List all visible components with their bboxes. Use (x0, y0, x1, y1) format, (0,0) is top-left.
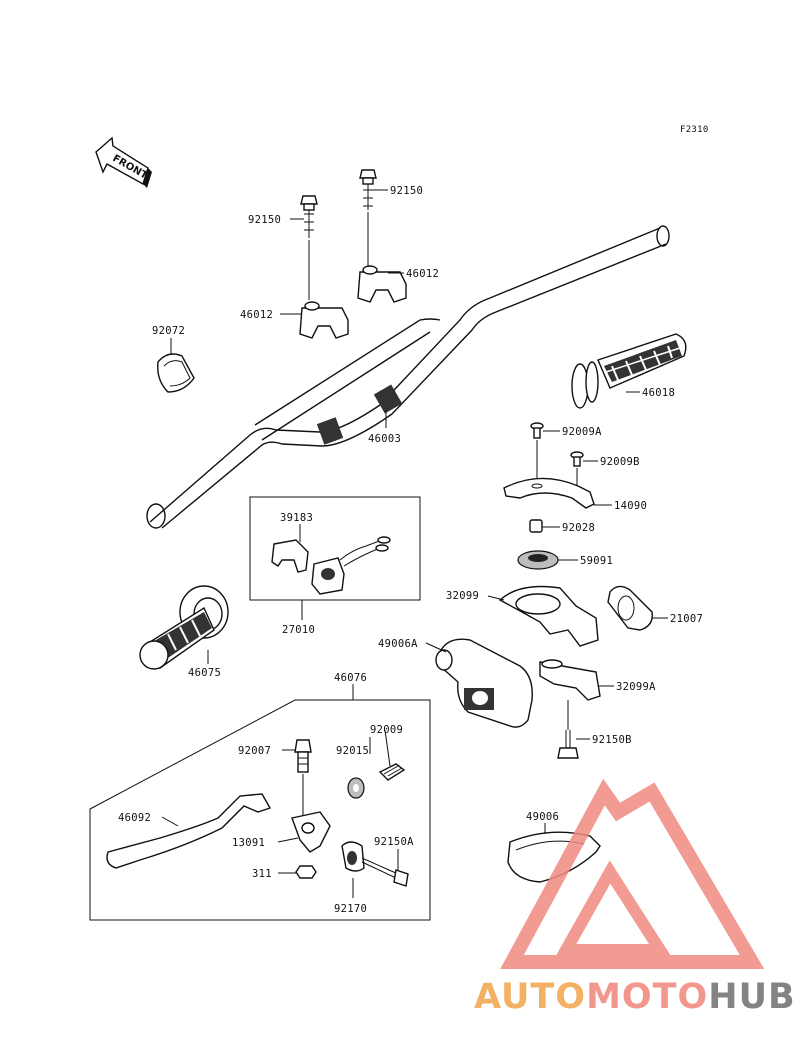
nut-311-icon (295, 865, 317, 879)
label-27010: 27010 (282, 624, 315, 636)
label-92009B: 92009B (600, 456, 640, 468)
clamp-46012-right-icon (357, 265, 407, 303)
clamp-46012-left-icon (299, 301, 349, 339)
label-92170: 92170 (334, 903, 367, 915)
label-49006: 49006 (526, 811, 559, 823)
front-arrow-icon: FRONT (95, 136, 152, 188)
watermark-triangle-icon (500, 778, 765, 969)
screw-92009A-icon (530, 422, 544, 484)
bracket-14090-icon (503, 477, 595, 509)
label-46076: 46076 (334, 672, 367, 684)
bolt-92150B-icon (557, 700, 579, 759)
label-92150-left: 92150 (248, 214, 281, 226)
throttle-housing-49006A-icon (435, 638, 533, 728)
cable-guide-21007-icon (607, 585, 653, 631)
housing-32099A-icon (539, 659, 601, 701)
screw-92009-icon (378, 763, 406, 781)
label-32099: 32099 (446, 590, 479, 602)
clamp-39183-icon (271, 539, 309, 573)
lever-46092-icon (106, 793, 272, 869)
watermark-text: AUTOMOTOHUB (474, 977, 796, 1017)
label-46003: 46003 (368, 433, 401, 445)
lever-group-box (89, 684, 431, 921)
label-92007: 92007 (238, 745, 271, 757)
nut-92028-icon (529, 519, 543, 533)
bolt-92150A-icon (361, 857, 409, 887)
label-46012-right: 46012 (406, 268, 439, 280)
label-46092: 46092 (118, 812, 151, 824)
watermark-part-auto: AUTO (474, 977, 586, 1017)
watermark-part-moto: MOTO (586, 977, 708, 1017)
figure-code: F2310 (680, 125, 709, 135)
bolt-92007-icon (294, 739, 312, 820)
label-46012-left: 46012 (240, 309, 273, 321)
label-92150-right: 92150 (390, 185, 423, 197)
bolt-92150-right-icon (359, 169, 377, 268)
switch-group-box (249, 496, 421, 601)
label-13091: 13091 (232, 837, 265, 849)
pulley-59091-icon (517, 550, 559, 570)
label-39183: 39183 (280, 512, 313, 524)
ring-92072-icon (157, 353, 195, 393)
label-32099A: 32099A (616, 681, 656, 693)
housing-32099-icon (498, 585, 599, 647)
label-46018: 46018 (642, 387, 675, 399)
label-92150A: 92150A (374, 836, 414, 848)
label-46075: 46075 (188, 667, 221, 679)
label-14090: 14090 (614, 500, 647, 512)
lever-holder-13091-icon (291, 811, 331, 853)
label-92028: 92028 (562, 522, 595, 534)
label-311: 311 (252, 868, 272, 880)
label-92015: 92015 (336, 745, 369, 757)
washer-92015-icon (347, 777, 365, 799)
grip-46018-icon (571, 333, 687, 409)
label-49006A: 49006A (378, 638, 418, 650)
kill-switch-icon (311, 536, 391, 595)
label-92150B: 92150B (592, 734, 632, 746)
label-21007: 21007 (670, 613, 703, 625)
label-92072: 92072 (152, 325, 185, 337)
leader-lines (161, 189, 668, 898)
label-92009A: 92009A (562, 426, 602, 438)
handlebar (146, 225, 670, 529)
label-59091: 59091 (580, 555, 613, 567)
part-labels: 92150 92150 46012 46012 92072 46018 4600… (118, 185, 703, 915)
watermark-part-hub: HUB (708, 977, 795, 1017)
watermark-logo: AUTOMOTOHUB (474, 778, 796, 1017)
grip-46075-icon (139, 585, 229, 670)
label-92009: 92009 (370, 724, 403, 736)
clamp-92170-icon (341, 841, 365, 872)
bolt-92150-left-icon (300, 195, 318, 300)
